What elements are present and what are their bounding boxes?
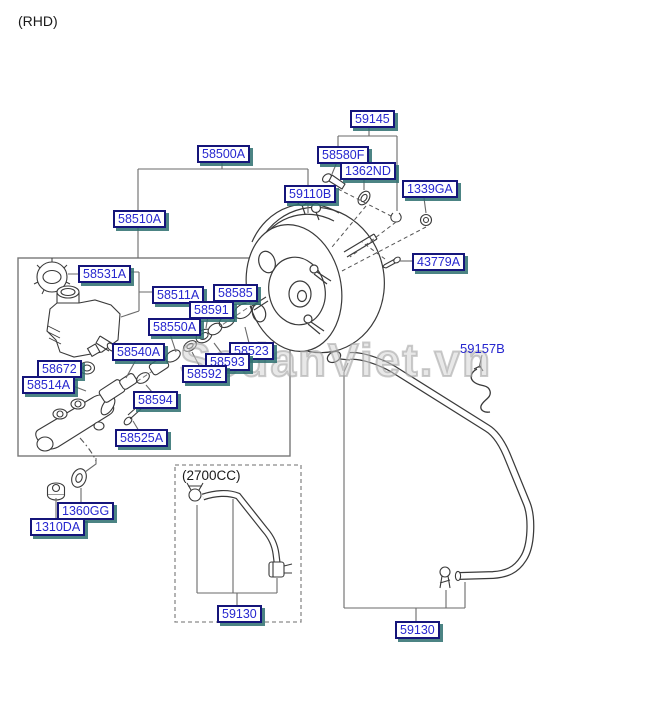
part-label-58592[interactable]: 58592: [182, 365, 227, 383]
part-label-58523[interactable]: 58523: [229, 342, 274, 360]
piston-seal-parts: [78, 296, 269, 426]
part-label-1310DA[interactable]: 1310DA: [30, 518, 86, 536]
part-label-58525A[interactable]: 58525A: [115, 429, 169, 447]
part-label-58511A[interactable]: 58511A: [152, 286, 205, 304]
part-label-58500A[interactable]: 58500A: [197, 145, 251, 163]
part-label-58591[interactable]: 58591: [189, 301, 234, 319]
part-label-43779A[interactable]: 43779A: [412, 253, 466, 271]
brake-booster: [245, 195, 385, 364]
part-label-59130-left[interactable]: 59130: [217, 605, 262, 623]
mounting-hardware: [46, 468, 87, 501]
booster-fasteners: [322, 173, 433, 269]
part-label-1362ND[interactable]: 1362ND: [340, 162, 396, 180]
vacuum-hose-main: [349, 351, 535, 589]
part-label-1360GG[interactable]: 1360GG: [57, 502, 115, 520]
master-cylinder-body: [35, 394, 116, 452]
part-label-58594[interactable]: 58594: [133, 391, 178, 409]
part-label-58531A[interactable]: 58531A: [78, 265, 132, 283]
part-label-58510A[interactable]: 58510A: [113, 210, 167, 228]
reservoir-and-cap: [33, 258, 121, 358]
part-label-59145[interactable]: 59145: [350, 110, 395, 128]
vacuum-hose-2700cc: [186, 482, 293, 578]
variant-note-rhd: (RHD): [18, 13, 58, 29]
engine-note-2700cc: (2700CC): [182, 468, 241, 483]
assembly-dashed-lines: [331, 188, 427, 272]
part-label-59130-right[interactable]: 59130: [395, 621, 440, 639]
part-label-58585[interactable]: 58585: [213, 284, 258, 302]
part-label-58593[interactable]: 58593: [205, 353, 250, 371]
leader-lines: [55, 126, 483, 622]
part-label-58672[interactable]: 58672: [37, 360, 82, 378]
part-label-1339GA[interactable]: 1339GA: [402, 180, 458, 198]
part-label-58540A[interactable]: 58540A: [112, 343, 166, 361]
part-label-58514A[interactable]: 58514A: [22, 376, 76, 394]
part-label-58550A[interactable]: 58550A: [148, 318, 202, 336]
part-label-59157B[interactable]: 59157B: [460, 341, 505, 356]
part-label-59110B[interactable]: 59110B: [284, 185, 337, 203]
